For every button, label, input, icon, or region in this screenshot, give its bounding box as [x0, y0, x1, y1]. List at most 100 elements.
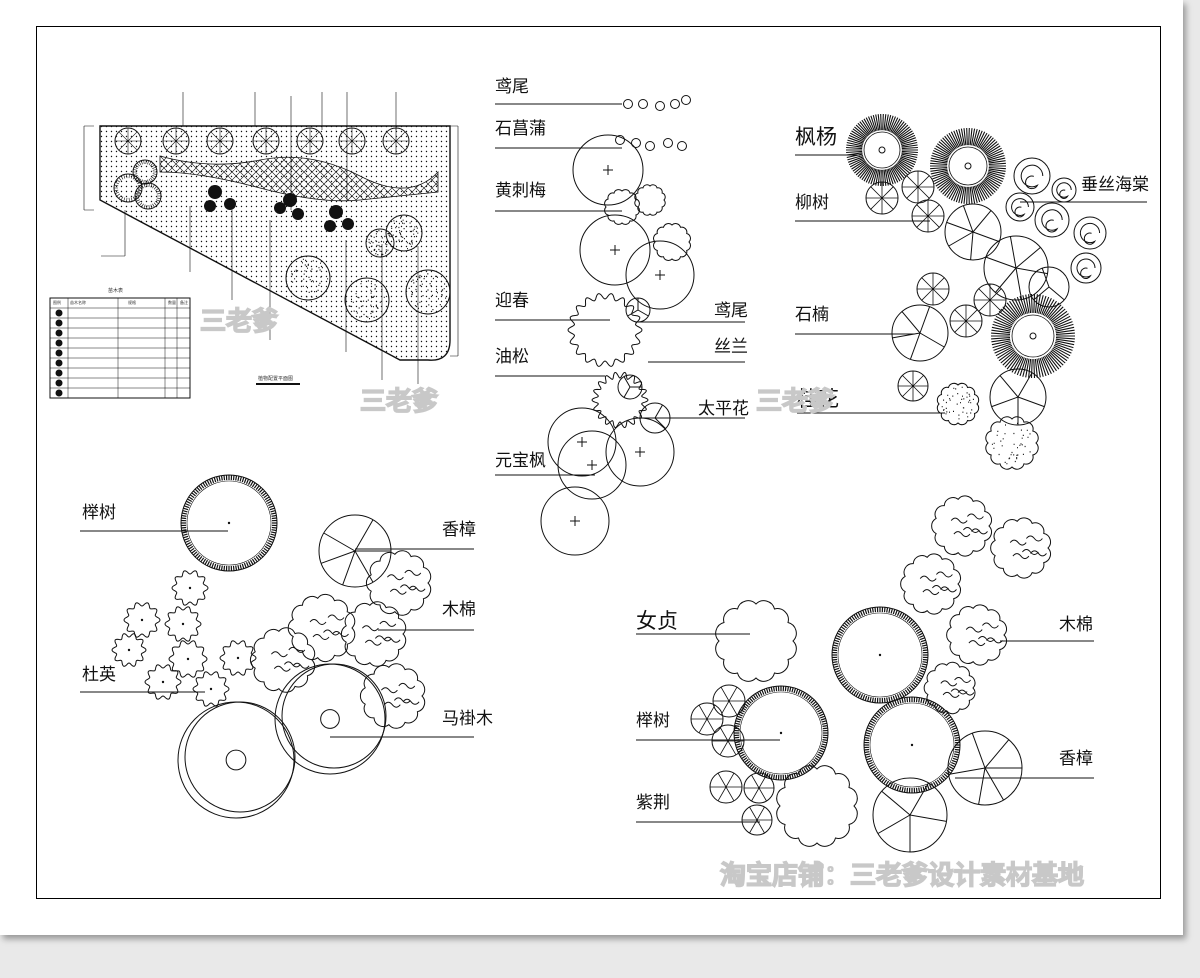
outline — [891, 304, 949, 362]
outline — [385, 214, 423, 252]
leader-lines — [80, 103, 1147, 823]
center-mark — [610, 245, 620, 255]
texture — [1076, 258, 1096, 280]
outline — [186, 480, 272, 566]
texture — [383, 128, 409, 154]
texture — [898, 371, 928, 401]
tree-symbol — [930, 127, 1006, 205]
legend-header-spec: 规格 — [128, 299, 136, 305]
outline — [944, 203, 1002, 261]
site-tree — [296, 127, 324, 155]
tree-symbol — [605, 417, 675, 487]
tree-symbol — [1070, 252, 1102, 284]
texture — [348, 280, 385, 320]
texture — [321, 519, 391, 585]
texture — [387, 569, 426, 595]
outline — [1013, 157, 1051, 195]
outline — [1005, 192, 1035, 222]
tree-symbol — [947, 730, 1023, 806]
outline — [365, 228, 395, 258]
label-yingchun: 迎春 — [495, 291, 529, 311]
texture — [115, 128, 141, 154]
tree-symbol — [168, 640, 208, 678]
outline — [572, 134, 644, 206]
texture — [846, 113, 918, 187]
tree-symbol — [985, 416, 1039, 470]
texture — [1041, 209, 1063, 233]
tree-symbol — [831, 606, 929, 704]
texture — [974, 284, 1006, 316]
center-dot — [140, 618, 144, 622]
texture — [917, 273, 949, 305]
texture — [742, 806, 772, 834]
outline — [365, 550, 432, 616]
outline — [869, 702, 955, 788]
tree-symbol — [923, 661, 976, 715]
outline — [405, 269, 451, 315]
texture — [985, 236, 1048, 300]
center-dot — [910, 743, 914, 747]
outline — [281, 663, 387, 769]
tree-symbol — [177, 701, 296, 819]
labels-bottom: 女贞 木棉 榉树 香樟 紫荆 — [636, 609, 1093, 813]
site-shrub — [208, 185, 222, 199]
site-shrub — [274, 202, 286, 214]
legend-table — [49, 297, 191, 399]
legend-symbol — [55, 379, 63, 387]
texture — [1020, 164, 1044, 190]
tree-symbol — [1051, 177, 1077, 203]
paved-path — [159, 155, 439, 202]
label-mumian-2: 木棉 — [1059, 615, 1093, 635]
legend-header-symbol: 图例 — [53, 299, 61, 305]
texture — [919, 571, 957, 596]
outline — [164, 606, 202, 642]
site-leaders — [83, 92, 459, 384]
outline — [663, 138, 673, 148]
outline — [715, 600, 797, 682]
legend-symbol — [55, 389, 63, 397]
texture — [207, 128, 233, 154]
outline — [192, 671, 230, 707]
texture — [253, 128, 279, 154]
tree-symbol — [1013, 157, 1051, 195]
label-duying: 杜英 — [82, 665, 116, 685]
legend-header-qty: 数量 — [168, 299, 176, 305]
texture — [163, 128, 189, 154]
watermark-2: 三老爹 — [360, 387, 438, 417]
texture — [946, 205, 1000, 260]
tree-symbol — [365, 550, 432, 616]
site-tree — [365, 228, 395, 258]
texture — [991, 422, 1031, 465]
texture — [362, 620, 401, 646]
outline — [623, 99, 633, 109]
outline — [123, 602, 161, 638]
label-yousong: 油松 — [495, 347, 529, 367]
site-tree — [382, 127, 410, 155]
label-zijing: 紫荆 — [636, 793, 670, 813]
site-tree — [285, 255, 331, 301]
outline — [677, 141, 687, 151]
outline — [111, 633, 147, 667]
legend-symbol — [55, 309, 63, 317]
outline — [340, 601, 407, 667]
texture — [1033, 268, 1065, 301]
outline — [219, 640, 257, 676]
tree-symbol — [625, 297, 651, 323]
center-dot — [227, 521, 231, 525]
label-mumian-1: 木棉 — [442, 600, 476, 620]
outline — [184, 701, 296, 813]
tree-symbol — [872, 777, 948, 853]
tree-symbol — [180, 474, 278, 572]
tree-symbol — [712, 684, 746, 718]
label-shichangpu: 石菖蒲 — [495, 119, 546, 139]
texture — [912, 200, 944, 232]
outline — [177, 701, 295, 819]
tree-symbol — [579, 214, 651, 286]
tree-symbol — [776, 765, 858, 847]
watermark-1: 三老爹 — [200, 307, 278, 337]
outline — [776, 765, 858, 847]
tree-symbol — [653, 223, 691, 261]
texture — [271, 646, 310, 672]
texture — [832, 607, 928, 703]
tree-symbol — [123, 602, 161, 638]
